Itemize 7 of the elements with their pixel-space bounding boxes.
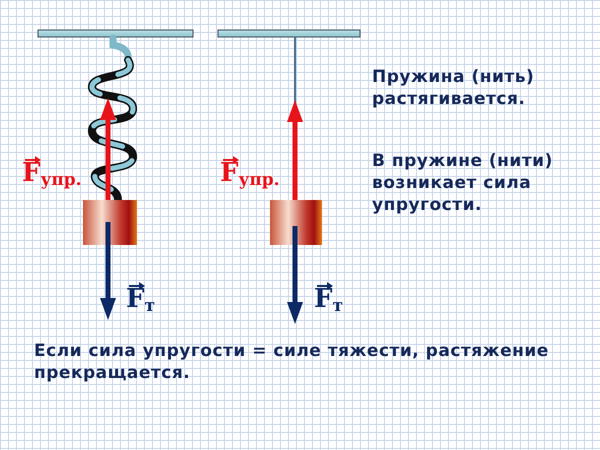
- force-label: F$_{упр.}$: [22, 158, 82, 195]
- caption-text: Пружина (нить) растягивается.: [372, 66, 536, 110]
- force-label: F$_{т}$: [314, 284, 344, 321]
- force-label: F$_{т}$: [126, 284, 156, 321]
- force-label: F$_{упр.}$: [220, 158, 280, 195]
- caption-text: В пружине (нити) возникает сила упругости.: [372, 150, 554, 216]
- conclusion-text: Если сила упругости = силе тяжести, растяжение прекращается.: [34, 340, 550, 384]
